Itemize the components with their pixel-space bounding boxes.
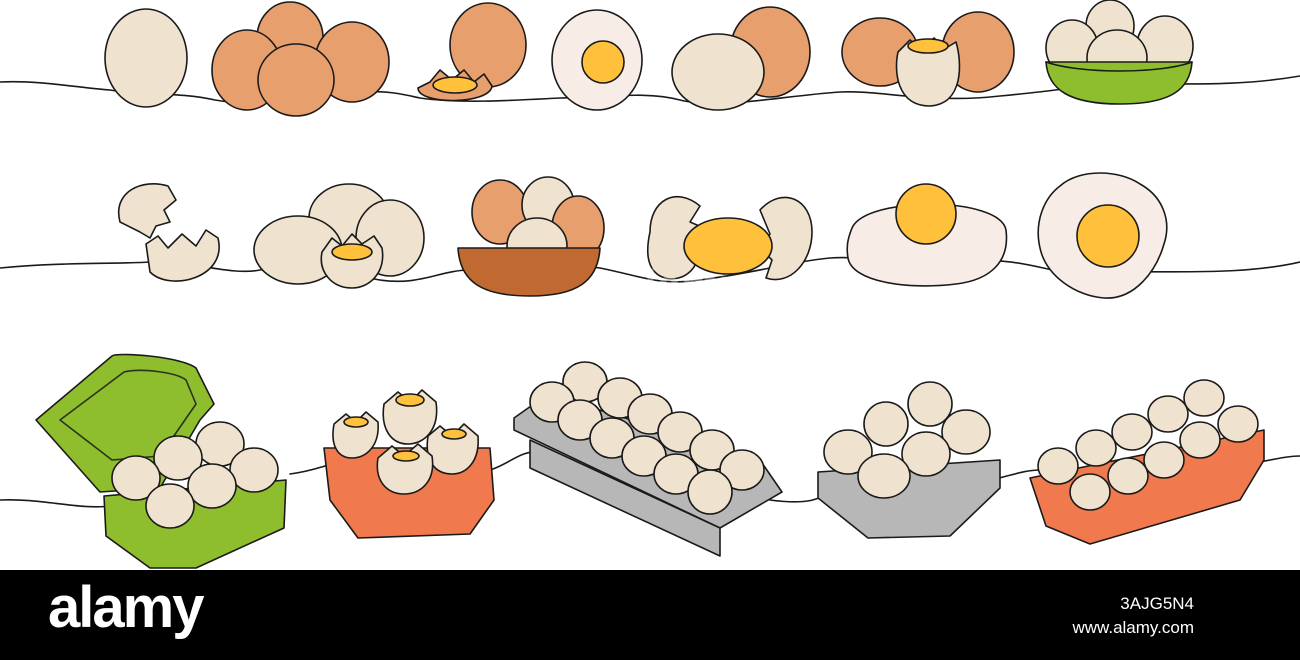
orange-carton-with-cracked-eggs bbox=[323, 389, 495, 539]
green-egg-carton-open bbox=[35, 353, 287, 569]
site-url-label: www.alamy.com bbox=[1072, 618, 1194, 637]
brown-egg-group bbox=[211, 1, 390, 117]
halved-boiled-egg bbox=[551, 9, 643, 111]
gray-dozen-egg-carton bbox=[513, 361, 783, 557]
eggs-with-open-egg bbox=[841, 11, 1015, 107]
brown-and-cream-egg-pair bbox=[671, 6, 811, 111]
plain-cream-egg bbox=[104, 8, 188, 108]
broken-egg-shell bbox=[117, 182, 220, 282]
stock-footer-bar: alamy 3AJG5N4 www.alamy.com bbox=[0, 570, 1300, 660]
cracked-egg-with-yolk bbox=[646, 195, 813, 281]
cream-eggs-with-cracked-egg bbox=[253, 183, 425, 289]
image-id-label: 3AJG5N4 bbox=[1120, 594, 1194, 613]
orange-ten-egg-carton bbox=[1029, 379, 1265, 545]
brown-egg-with-cracked-egg bbox=[417, 2, 527, 102]
brand-logo: alamy bbox=[48, 575, 204, 640]
fried-egg-round bbox=[1037, 172, 1168, 299]
eggs-line-art-illustration: alamy bbox=[0, 0, 1300, 569]
brown-bowl-with-eggs bbox=[457, 176, 605, 297]
gray-six-egg-carton bbox=[817, 381, 1001, 539]
green-bowl-with-eggs bbox=[1045, 0, 1194, 105]
row3-continuous-line bbox=[0, 451, 1300, 508]
row2-continuous-line bbox=[0, 256, 1300, 283]
watermark-text: alamy bbox=[620, 261, 745, 310]
fried-egg-sunny-side-up bbox=[846, 183, 1008, 287]
